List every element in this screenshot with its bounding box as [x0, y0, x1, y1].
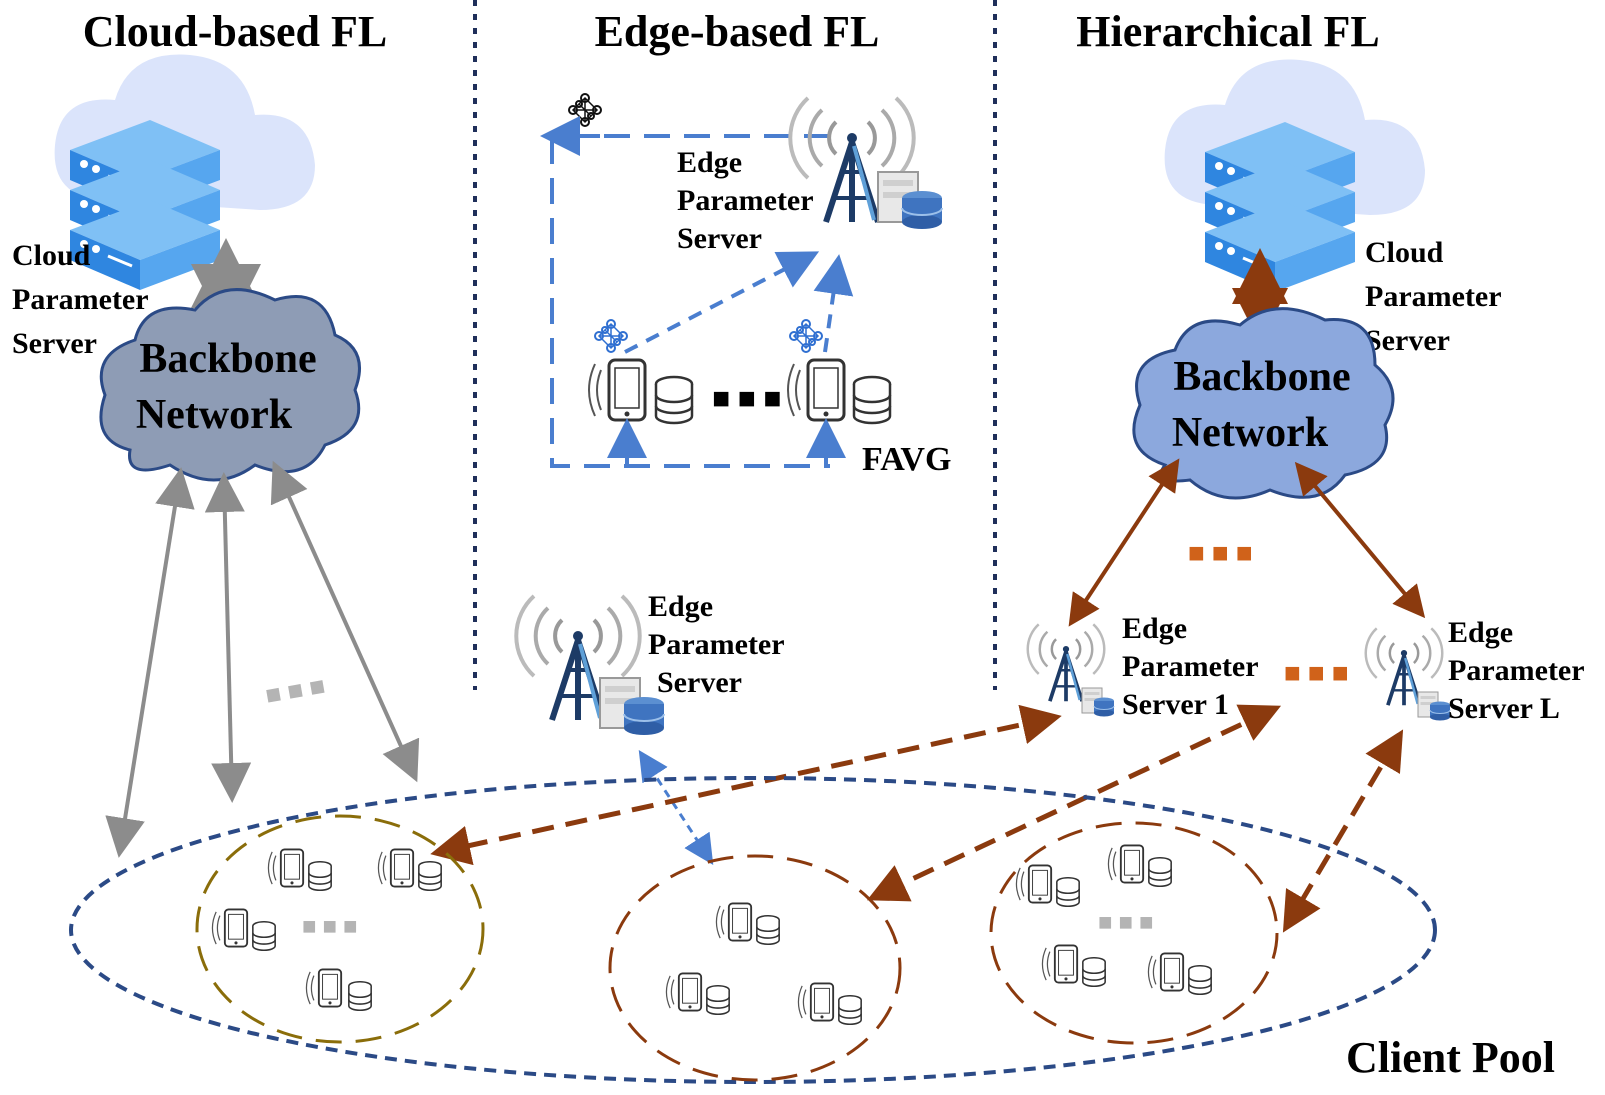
edge-server-1-label-1: Edge	[1122, 612, 1187, 645]
cloud-server-label-3: Server	[12, 327, 97, 360]
edge-fl-title: Edge-based FL	[595, 7, 880, 56]
middle-edge-server-label-3: Server	[657, 666, 742, 699]
edge-server-label-2: Parameter	[677, 184, 814, 217]
smartphone-icon	[715, 902, 753, 942]
neural-network-icon	[568, 93, 602, 127]
cluster-3-ellipsis: ■ ■ ■	[1098, 910, 1154, 936]
database-icon	[1082, 956, 1106, 988]
server-stack-icon	[1203, 120, 1357, 294]
neural-network-icon	[789, 319, 823, 353]
cloud-client-arrow-1	[105, 467, 195, 858]
smartphone-icon	[305, 968, 343, 1008]
cloud-client-arrow-3	[270, 460, 420, 783]
cloud-backbone-label-2: Network	[136, 392, 293, 438]
hierarchical-fl-title: Hierarchical FL	[1076, 7, 1379, 56]
smartphone-icon	[211, 908, 249, 948]
edge-server-icon	[599, 677, 665, 736]
database-icon	[308, 860, 332, 892]
server-stack-icon	[68, 118, 222, 292]
cloud-backbone-label-1: Backbone	[139, 336, 316, 382]
edge-server-icon	[1081, 687, 1115, 717]
edge-server-label-3: Server	[677, 222, 762, 255]
backbone-network-cloud-icon	[99, 288, 361, 482]
favg-label: FAVG	[862, 441, 951, 478]
database-icon	[838, 994, 862, 1026]
smartphone-icon	[1041, 944, 1079, 984]
database-icon	[654, 375, 694, 425]
hier-backbone-label-1: Backbone	[1173, 354, 1350, 400]
edge-upload-arrow-2	[813, 254, 854, 353]
smartphone-icon	[797, 982, 835, 1022]
hier-cloud-server-label-2: Parameter	[1365, 280, 1502, 313]
database-icon	[348, 980, 372, 1012]
hier-backbone-edge1-arrow	[1068, 458, 1180, 627]
smartphone-icon	[1147, 952, 1185, 992]
database-icon	[852, 375, 892, 425]
edge-server-L-label-2: Parameter	[1448, 654, 1585, 687]
edge-server-icon	[1417, 691, 1451, 721]
edge-upload-arrow-1	[624, 251, 820, 354]
smartphone-icon	[587, 358, 647, 422]
database-icon	[1056, 876, 1080, 908]
edge-feedback-loop	[550, 134, 830, 468]
edgeL-cluster3-arrow	[1282, 729, 1404, 933]
hier-cloud-server-label-3: Server	[1365, 324, 1450, 357]
backbone-network-cloud-icon	[1132, 307, 1395, 500]
hier-ellipsis-dots: ■ ■ ■	[1188, 538, 1253, 569]
neural-network-icon	[594, 319, 628, 353]
database-icon	[418, 860, 442, 892]
edge1-cluster2-arrow	[866, 704, 1282, 902]
cloud-client-arrow-2	[204, 472, 252, 803]
client-cluster-2	[608, 854, 902, 1082]
smartphone-icon	[267, 848, 305, 888]
hier-backbone-label-2: Network	[1172, 410, 1329, 456]
cloud-ellipsis-dots: ■ ■ ■	[263, 671, 327, 710]
database-icon	[706, 984, 730, 1016]
cloud-server-label-2: Parameter	[12, 283, 149, 316]
client-pool-label: Client Pool	[1346, 1033, 1555, 1082]
edge-server-L-label-1: Edge	[1448, 616, 1513, 649]
database-icon	[1148, 856, 1172, 888]
client-pool-outline	[69, 776, 1437, 1084]
smartphone-icon	[1107, 844, 1145, 884]
smartphone-icon	[377, 848, 415, 888]
cloud-fl-title: Cloud-based FL	[83, 7, 387, 56]
edge-server-label-1: Edge	[677, 146, 742, 179]
database-icon	[252, 920, 276, 952]
edge-server-L-label-3: Server L	[1448, 692, 1560, 725]
hier-backbone-edgeL-arrow	[1294, 461, 1426, 619]
edge-server-1-label-2: Parameter	[1122, 650, 1259, 683]
edge-server-1-label-3: Server 1	[1122, 688, 1229, 721]
smartphone-icon	[1015, 864, 1053, 904]
smartphone-icon	[786, 358, 846, 422]
hier-cloud-server-label-1: Cloud	[1365, 236, 1444, 269]
edge-server-icon	[877, 171, 943, 230]
client-cluster-3	[989, 821, 1279, 1045]
database-icon	[756, 914, 780, 946]
cluster-1-ellipsis: ■ ■ ■	[302, 914, 358, 940]
cloud-server-label-1: Cloud	[12, 239, 91, 272]
edge-servers-ellipsis: ■ ■ ■	[1284, 658, 1349, 689]
edge-client-ellipsis: ■ ■ ■	[712, 382, 781, 415]
middle-edge-server-label-2: Parameter	[648, 628, 785, 661]
smartphone-icon	[665, 972, 703, 1012]
middle-edge-server-label-1: Edge	[648, 590, 713, 623]
database-icon	[1188, 964, 1212, 996]
client-cluster-1	[195, 814, 485, 1044]
